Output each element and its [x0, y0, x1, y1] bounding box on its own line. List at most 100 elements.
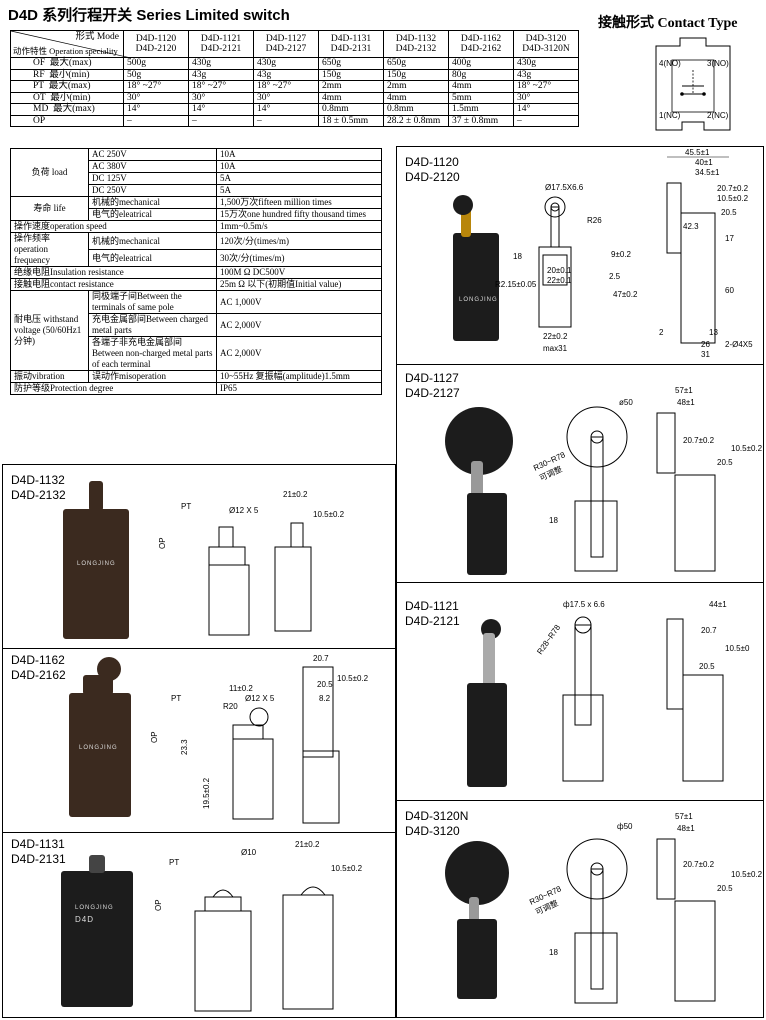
svg-text:OP: OP	[154, 899, 163, 911]
svg-text:10.5±0.2: 10.5±0.2	[313, 510, 345, 519]
svg-text:45.5±1: 45.5±1	[685, 148, 710, 157]
svg-text:31: 31	[701, 350, 710, 359]
svg-text:2-Ø4X5: 2-Ø4X5	[725, 340, 753, 349]
product-photo	[467, 493, 507, 575]
svg-text:20.7: 20.7	[701, 626, 717, 635]
svg-text:ф50: ф50	[617, 822, 633, 831]
svg-text:Ø12 X 5: Ø12 X 5	[245, 694, 275, 703]
spec-corner-bottom: 动作特性 Operation speciality	[13, 45, 118, 56]
contact-type-title: 接触形式 Contact Type	[598, 16, 738, 31]
svg-text:20.5: 20.5	[317, 680, 333, 689]
front-view-drawing: ø50 R30~R78 可调整 18	[532, 398, 633, 572]
svg-text:ø50: ø50	[619, 398, 633, 407]
svg-text:20±0.1: 20±0.1	[547, 266, 572, 275]
svg-text:47±0.2: 47±0.2	[613, 290, 638, 299]
actuator-lever	[461, 205, 471, 237]
perf-life-label: 寿命 life	[10, 196, 89, 221]
perf-withstand-label: 耐电压 withstand voltage (50/60Hz1 分钟)	[10, 290, 89, 371]
front-view-drawing: PT OP Ø10	[154, 848, 257, 1012]
svg-text:20.5: 20.5	[717, 884, 733, 893]
terminal-label: 4(NO)	[659, 59, 681, 68]
page-title: D4D 系列行程开关 Series Limited switch	[8, 7, 290, 24]
svg-text:21±0.2: 21±0.2	[295, 840, 320, 849]
svg-text:PT: PT	[171, 694, 181, 703]
product-photo	[63, 509, 129, 639]
side-view-drawing: 57±1 48±1 20.7±0.2 10.5±0.2 20.5	[656, 386, 763, 572]
svg-text:48±1: 48±1	[677, 824, 695, 833]
contact-type-diagram: 4(NO) 3(NO) 1(NC) 2(NC)	[655, 37, 731, 131]
photo-brand: LONGJING	[459, 297, 498, 303]
svg-text:10.5±0.2: 10.5±0.2	[731, 870, 763, 879]
svg-text:42.3: 42.3	[683, 222, 699, 231]
side-view-drawing: 21±0.2 10.5±0.2	[274, 490, 345, 632]
svg-text:R20: R20	[223, 702, 238, 711]
svg-text:34.5±1: 34.5±1	[695, 168, 720, 177]
svg-text:20.7±0.2: 20.7±0.2	[717, 184, 749, 193]
front-view-drawing: ф50 R30~R78 可调整 18	[528, 822, 633, 1004]
svg-text:R26: R26	[587, 216, 602, 225]
svg-text:18: 18	[549, 948, 558, 957]
svg-text:20.5: 20.5	[699, 662, 715, 671]
svg-text:18: 18	[513, 252, 522, 261]
svg-text:18: 18	[549, 516, 558, 525]
svg-text:60: 60	[725, 286, 734, 295]
perf-load-label: 负荷 load	[10, 148, 89, 197]
svg-text:10.5±0.2: 10.5±0.2	[331, 864, 363, 873]
front-view-drawing: PT OP 11±0.2 Ø12 X 5 R20 23.3 19.5±0.2	[150, 684, 275, 820]
photo-model: D4D	[75, 915, 95, 924]
svg-text:23.3: 23.3	[180, 739, 189, 755]
front-view-drawing: PT OP Ø12 X 5	[158, 502, 259, 636]
side-view-drawing: 45.5±1 40±1 34.5±1 20.7±0.2 10.5±0.2 20.…	[659, 148, 753, 359]
svg-text:10.5±0.2: 10.5±0.2	[337, 674, 369, 683]
svg-text:44±1: 44±1	[709, 600, 727, 609]
photo-brand: LONGJING	[77, 561, 116, 567]
side-view-drawing: 44±1 20.7 10.5±0 20.5	[666, 600, 750, 782]
product-photo	[457, 919, 497, 999]
product-photo	[467, 683, 507, 787]
svg-text:OP: OP	[150, 731, 159, 743]
svg-text:Ø12 X 5: Ø12 X 5	[229, 506, 259, 515]
spec-corner-cell: 形式 Mode 动作特性 Operation speciality	[10, 30, 132, 59]
svg-text:19.5±0.2: 19.5±0.2	[202, 777, 211, 809]
svg-text:20.7±0.2: 20.7±0.2	[683, 436, 715, 445]
actuator-lever	[469, 897, 479, 927]
product-photo	[69, 693, 131, 817]
svg-text:ф17.5 x 6.6: ф17.5 x 6.6	[563, 600, 605, 609]
actuator-lever	[83, 675, 113, 695]
svg-text:20.5: 20.5	[717, 458, 733, 467]
svg-text:26: 26	[701, 340, 710, 349]
front-view-drawing: Ø17.5X6.6 R26 18 R2.15±0.05 20±0.1 22±0.…	[495, 183, 638, 353]
svg-text:20.5: 20.5	[721, 208, 737, 217]
side-view-drawing: 57±1 48±1 20.7±0.2 10.5±0.2 20.5	[656, 812, 763, 1002]
svg-text:Ø17.5X6.6: Ø17.5X6.6	[545, 183, 584, 192]
svg-text:10.5±0.2: 10.5±0.2	[717, 194, 749, 203]
plunger	[89, 481, 103, 511]
svg-text:9±0.2: 9±0.2	[611, 250, 632, 259]
svg-text:22±0.1: 22±0.1	[547, 276, 572, 285]
svg-text:10.5±0.2: 10.5±0.2	[731, 444, 763, 453]
side-view-drawing: 21±0.2 10.5±0.2	[282, 840, 363, 1010]
svg-text:17: 17	[725, 234, 734, 243]
photo-brand: LONGJING	[79, 745, 118, 751]
svg-text:21±0.2: 21±0.2	[283, 490, 308, 499]
